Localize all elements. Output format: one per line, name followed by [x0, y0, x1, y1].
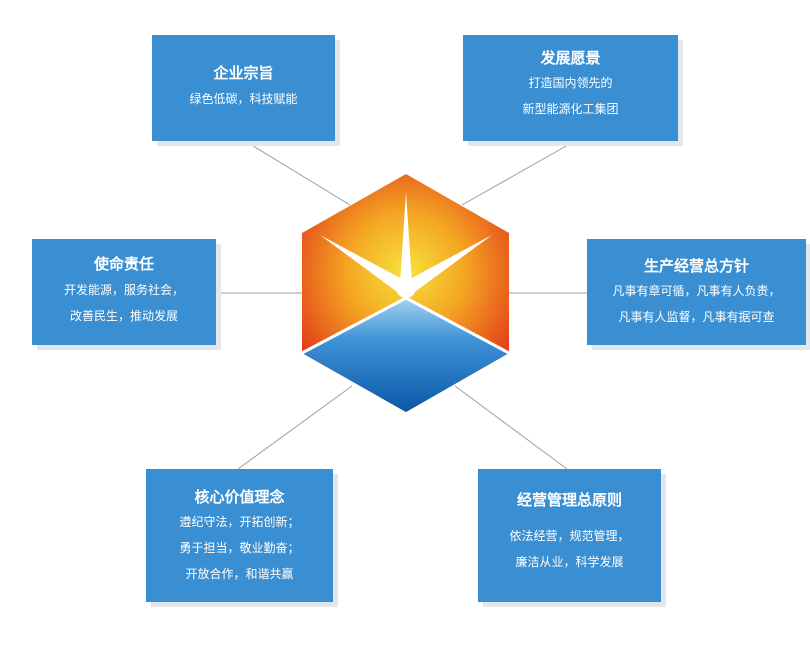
card-responsibility-title: 使命责任 — [93, 255, 154, 273]
card-responsibility-line-2: 改善民生，推动发展 — [69, 309, 178, 323]
card-principles-title: 经营管理总原则 — [516, 491, 622, 509]
connector-vision — [461, 140, 576, 206]
card-responsibility-line-1: 开发能源，服务社会， — [63, 283, 184, 297]
card-policy-title: 生产经营总方针 — [643, 257, 749, 275]
card-policy-line-1: 凡事有章可循，凡事有人负责， — [612, 284, 781, 298]
card-values-line-1: 遵纪守法，开拓创新； — [179, 515, 300, 529]
connector-values — [237, 385, 353, 470]
card-vision: 发展愿景 打造国内领先的 新型能源化工集团 — [463, 35, 678, 141]
card-values-title: 核心价值理念 — [194, 488, 285, 506]
connector-principles — [454, 385, 568, 470]
card-principles-line-2: 廉洁从业，科学发展 — [515, 555, 624, 569]
card-principles: 经营管理总原则 依法经营，规范管理， 廉洁从业，科学发展 — [478, 469, 661, 602]
card-values-line-3: 开放合作，和谐共赢 — [185, 567, 294, 581]
card-mission-line-1: 绿色低碳，科技赋能 — [189, 92, 298, 106]
card-mission: 企业宗旨 绿色低碳，科技赋能 — [152, 35, 335, 141]
card-values: 核心价值理念 遵纪守法，开拓创新； 勇于担当，敬业勤奋； 开放合作，和谐共赢 — [146, 469, 333, 602]
card-principles-line-1: 依法经营，规范管理， — [509, 529, 630, 543]
card-vision-line-2: 新型能源化工集团 — [522, 102, 619, 116]
card-vision-title: 发展愿景 — [540, 49, 601, 67]
card-policy-line-2: 凡事有人监督，凡事有据可查 — [618, 310, 775, 324]
card-values-line-2: 勇于担当，敬业勤奋； — [179, 541, 300, 555]
card-policy: 生产经营总方针 凡事有章可循，凡事有人负责， 凡事有人监督，凡事有据可查 — [587, 239, 806, 345]
card-mission-title: 企业宗旨 — [213, 64, 274, 82]
hexagon-logo-icon — [301, 174, 510, 412]
connector-mission — [244, 140, 351, 206]
card-responsibility: 使命责任 开发能源，服务社会， 改善民生，推动发展 — [32, 239, 216, 345]
card-vision-line-1: 打造国内领先的 — [528, 76, 613, 90]
